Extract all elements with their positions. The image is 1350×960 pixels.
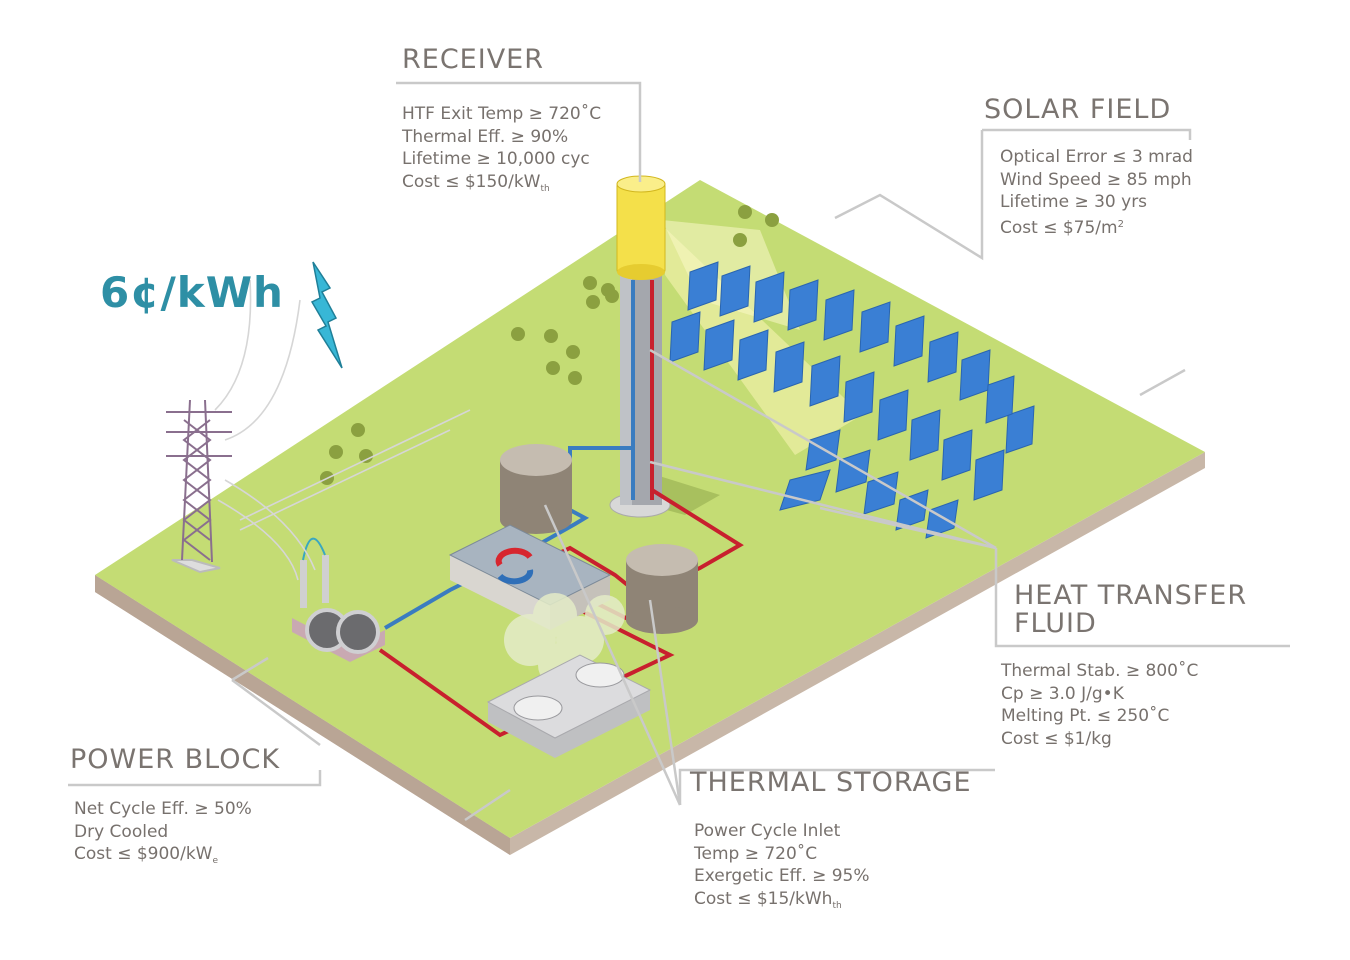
- htf-heading-line1: HEAT TRANSFER: [1014, 580, 1248, 611]
- htf-heading-line2: FLUID: [1014, 608, 1097, 639]
- thermal-storage-spec-2: Temp ≥ 720˚C: [694, 843, 818, 864]
- receiver-specs: HTF Exit Temp ≥ 720˚C Thermal Eff. ≥ 90%…: [402, 103, 601, 200]
- htf-spec-4: Cost ≤ $1/kg: [1001, 728, 1112, 749]
- thermal-storage-specs: Power Cycle Inlet Temp ≥ 720˚C Exergetic…: [694, 820, 870, 917]
- lightning-bolt-icon: [310, 261, 343, 369]
- power-block-spec-1: Net Cycle Eff. ≥ 50%: [74, 799, 252, 819]
- solar-field-spec-3: Lifetime ≥ 30 yrs: [1000, 192, 1148, 212]
- solar-field-spec-1: Optical Error ≤ 3 mrad: [1000, 147, 1193, 167]
- receiver-spec-1: HTF Exit Temp ≥ 720˚C: [402, 104, 602, 124]
- solar-field-spec-2: Wind Speed ≥ 85 mph: [1000, 169, 1192, 190]
- power-block-specs: Net Cycle Eff. ≥ 50% Dry Cooled Cost ≤ $…: [74, 798, 252, 873]
- solar-field-specs: Optical Error ≤ 3 mrad Wind Speed ≥ 85 m…: [1000, 146, 1193, 239]
- thermal-storage-heading: THERMAL STORAGE: [690, 767, 972, 798]
- power-block-spec-2: Dry Cooled: [74, 821, 169, 842]
- htf-specs: Thermal Stab. ≥ 800˚C Cp ≥ 3.0 J/g•K Mel…: [1001, 660, 1198, 750]
- htf-spec-2: Cp ≥ 3.0 J/g•K: [1001, 683, 1124, 704]
- thermal-storage-spec-3: Exergetic Eff. ≥ 95%: [694, 866, 870, 886]
- trees: [320, 205, 779, 485]
- solar-field-heading: SOLAR FIELD: [984, 94, 1172, 125]
- htf-spec-1: Thermal Stab. ≥ 800˚C: [1001, 661, 1199, 681]
- energy-price: 6¢/kWh: [100, 268, 284, 317]
- thermal-storage-spec-1: Power Cycle Inlet: [694, 821, 841, 841]
- receiver-heading: RECEIVER: [402, 44, 544, 75]
- heat-exchanger: [448, 524, 612, 630]
- htf-spec-3: Melting Pt. ≤ 250˚C: [1001, 706, 1170, 726]
- heliostat-field: [669, 261, 1035, 539]
- storage-tanks: [500, 444, 698, 634]
- dry-cooler: [486, 654, 652, 758]
- receiver-spec-2: Thermal Eff. ≥ 90%: [402, 126, 569, 147]
- receiver-cost: Cost ≤ $150/kWth: [402, 171, 550, 194]
- power-block-cost: Cost ≤ $900/kWe: [74, 844, 219, 866]
- power-block-heading: POWER BLOCK: [70, 744, 281, 775]
- callout-lines: [68, 81, 1290, 822]
- power-lines: [214, 279, 471, 581]
- receiver-spec-3: Lifetime ≥ 10,000 cyc: [402, 149, 590, 169]
- transmission-tower: [166, 399, 232, 574]
- thermal-storage-cost: Cost ≤ $15/kWhth: [694, 888, 842, 911]
- solar-field-cost: Cost ≤ $75/m2: [1000, 217, 1124, 238]
- htf-heading: HEAT TRANSFER FLUID: [1014, 582, 1247, 638]
- turbine-block: [292, 537, 385, 662]
